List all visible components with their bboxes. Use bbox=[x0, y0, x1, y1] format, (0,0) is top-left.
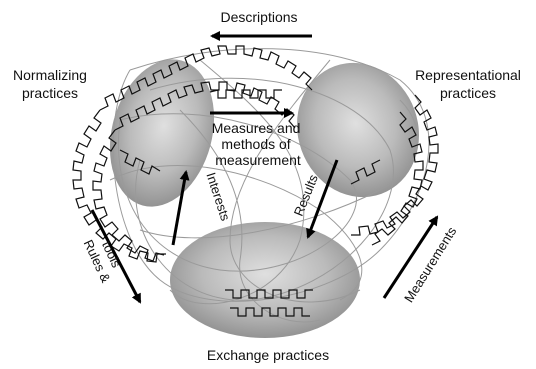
normalizing-label: Normalizing practices bbox=[13, 67, 87, 101]
measures-label: Measures and methods of measurement bbox=[212, 120, 305, 168]
normalizing-label-text-line-2: practices bbox=[22, 85, 78, 101]
exchange-blob bbox=[170, 222, 360, 338]
normalizing-label-text: Normalizing bbox=[13, 67, 87, 83]
representational-label-text-line-2: practices bbox=[440, 85, 496, 101]
rules-tools-arrow bbox=[90, 209, 142, 304]
exchange-label: Exchange practices bbox=[207, 347, 329, 363]
tangle-lines bbox=[109, 48, 430, 323]
representational-label-text: Representational bbox=[415, 67, 521, 83]
representational-label: Representational practices bbox=[415, 67, 521, 101]
zigzag-band bbox=[72, 45, 439, 317]
measures-line-1: Measures and bbox=[212, 120, 301, 136]
normalizing-blob bbox=[109, 59, 215, 207]
descriptions-label: Descriptions bbox=[220, 9, 297, 25]
interests-arrow bbox=[171, 170, 190, 246]
results-arrow bbox=[306, 159, 339, 239]
arrows bbox=[90, 31, 439, 304]
measures-line-2: methods of bbox=[221, 136, 290, 152]
measurements-label: Measurements bbox=[401, 224, 460, 305]
measures-line-3: measurement bbox=[215, 152, 301, 168]
measurements-arrow bbox=[382, 215, 439, 299]
